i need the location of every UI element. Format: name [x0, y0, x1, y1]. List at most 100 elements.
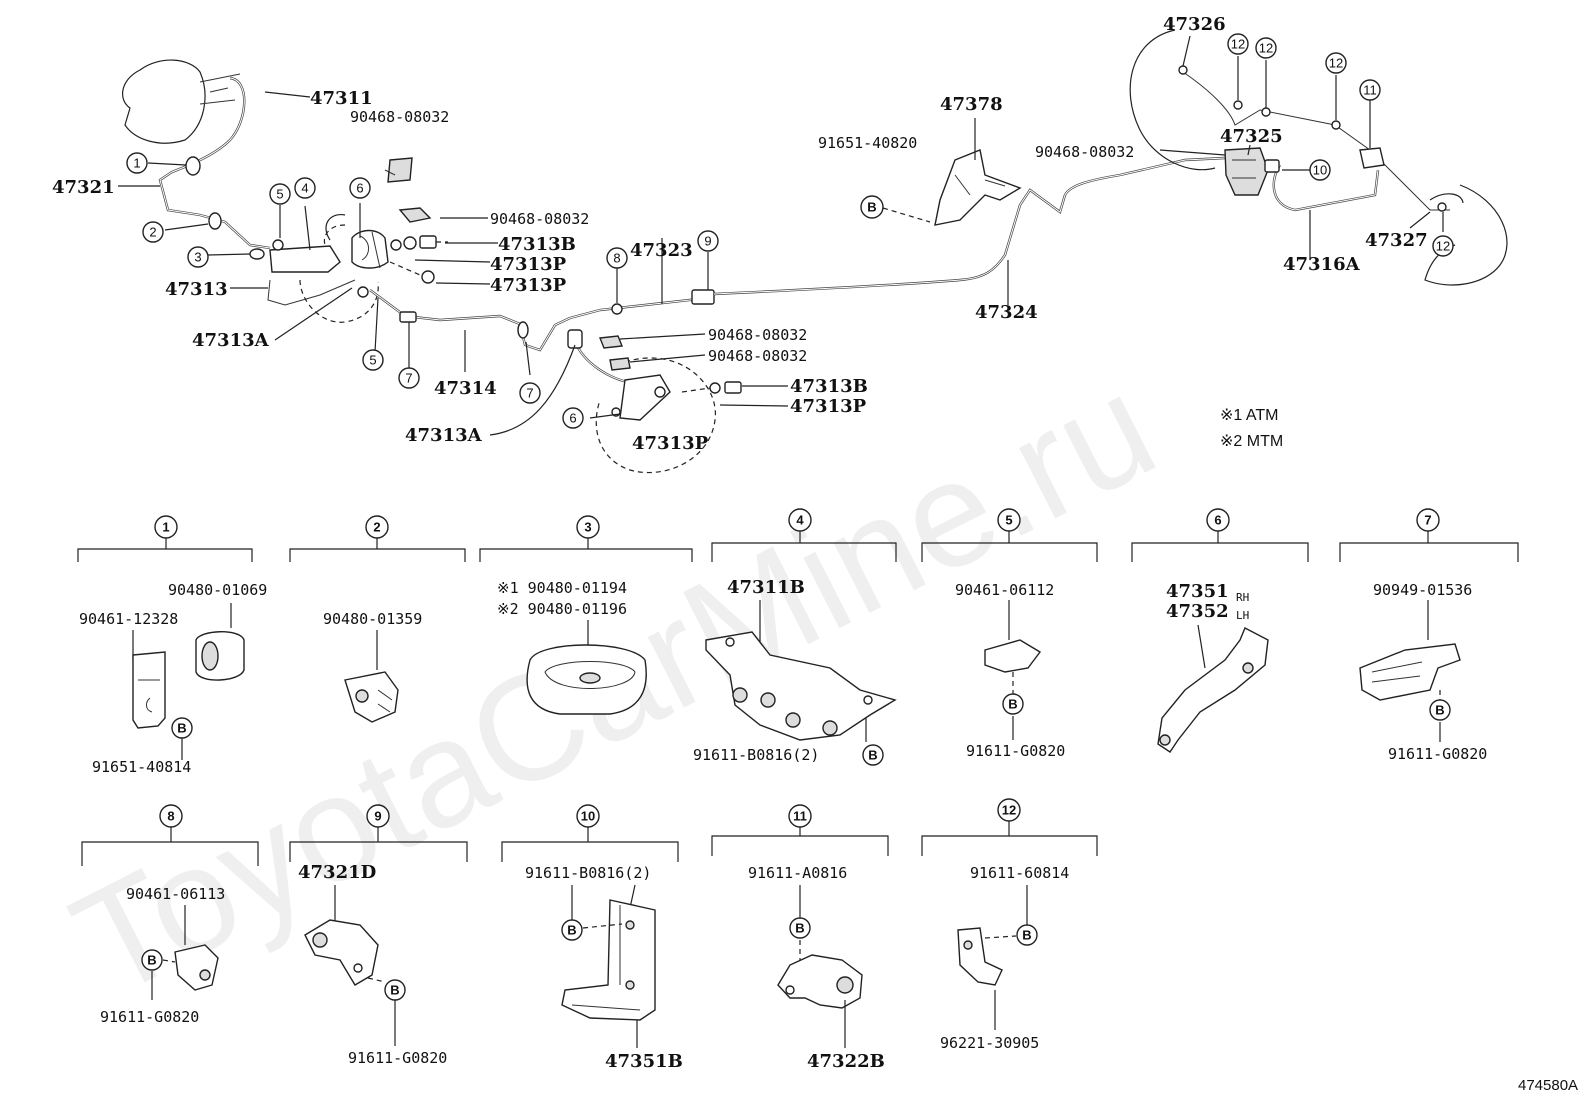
label-90468-b: 90468-08032	[490, 210, 589, 228]
label-47313b-a: 47313B	[498, 234, 576, 255]
callout-8-top: 8	[606, 247, 628, 269]
label-47314: 47314	[434, 378, 497, 399]
g11-label-91611-a0816: 91611-A0816	[748, 864, 847, 882]
g5-label-90461-06112: 90461-06112	[955, 581, 1054, 599]
svg-text:B: B	[390, 983, 399, 998]
g6-label-rh: RH	[1236, 591, 1249, 604]
svg-text:7: 7	[526, 386, 533, 401]
clip-5-top	[272, 239, 284, 251]
label-47313p-a: 47313P	[490, 254, 567, 275]
svg-text:B: B	[1435, 703, 1444, 718]
g1-label-91651-40814: 91651-40814	[92, 758, 191, 776]
g12-label-96221-30905: 96221-30905	[940, 1034, 1039, 1052]
bracket-47313a-top	[351, 229, 389, 269]
callout-6-top-a: 6	[349, 177, 371, 199]
g2-clamp-part	[344, 671, 399, 723]
svg-text:11: 11	[793, 809, 807, 824]
g9-bracket-part	[304, 919, 379, 986]
callout-12-top-a: 12	[1227, 33, 1249, 55]
group-6-number: 6	[1206, 508, 1230, 532]
g4-bracket-part	[705, 631, 897, 741]
group-10-number: 10	[576, 804, 600, 828]
svg-text:B: B	[1022, 928, 1031, 943]
clip-90468-top	[387, 157, 413, 183]
label-47326: 47326	[1163, 14, 1226, 35]
clip-90468-lower-a	[599, 335, 623, 349]
group-1-number: 1	[154, 515, 178, 539]
clip-90468-lower-b	[609, 357, 631, 371]
label-91651-40820: 91651-40820	[818, 134, 917, 152]
svg-text:12: 12	[1259, 41, 1273, 56]
detail-group-7: 7 90949-01536 91611-G0820 B	[1339, 508, 1519, 763]
svg-text:12: 12	[1231, 37, 1245, 52]
callout-2-top: 2	[142, 221, 164, 243]
g6-label-47351: 47351	[1166, 581, 1229, 602]
label-47323: 47323	[630, 240, 693, 261]
g9-callout-b: B	[384, 979, 406, 1001]
group-5-number: 5	[997, 508, 1021, 532]
svg-text:B: B	[1008, 697, 1017, 712]
g1-label-90480-01069: 90480-01069	[168, 581, 267, 599]
label-47313p-c: 47313P	[790, 396, 867, 417]
svg-text:3: 3	[584, 520, 591, 535]
g7-clamp-part	[1359, 643, 1461, 701]
group-3-number: 3	[576, 515, 600, 539]
svg-text:B: B	[177, 721, 186, 736]
callout-6-top-b: 6	[562, 407, 584, 429]
callout-7-top-b: 7	[519, 382, 541, 404]
g7-label-90949-01536: 90949-01536	[1373, 581, 1472, 599]
bracket-47313a-bottom	[619, 374, 671, 421]
svg-text:7: 7	[1424, 513, 1431, 528]
callout-12-top-b: 12	[1255, 37, 1277, 59]
g1-clamp-part	[132, 651, 166, 729]
g11-junction-part	[777, 954, 863, 1009]
svg-text:8: 8	[613, 251, 620, 266]
svg-text:4: 4	[301, 181, 308, 196]
svg-text:B: B	[147, 953, 156, 968]
group-11-number: 11	[788, 804, 812, 828]
callout-7-top-a: 7	[398, 367, 420, 389]
g6-bracket-part	[1157, 627, 1269, 753]
g8-callout-b: B	[141, 949, 163, 971]
svg-text:9: 9	[374, 809, 381, 824]
callout-9-top: 9	[697, 230, 719, 252]
diagram-id: 474580A	[1518, 1077, 1578, 1094]
label-90468-e: 90468-08032	[1035, 143, 1134, 161]
group-12-number: 12	[997, 798, 1021, 822]
g5-clamp-part	[984, 639, 1042, 673]
svg-text:B: B	[795, 921, 804, 936]
rear-left-brake-assembly	[1129, 29, 1216, 171]
svg-text:12: 12	[1002, 803, 1016, 818]
label-47327: 47327	[1365, 230, 1428, 251]
svg-text:8: 8	[167, 809, 174, 824]
callout-10-top: 10	[1309, 159, 1331, 181]
clip-11	[1359, 147, 1385, 169]
g5-callout-b: B	[1002, 693, 1024, 715]
detail-group-5: 5 90461-06112 91611-G0820 B	[921, 508, 1098, 760]
callout-3-top: 3	[187, 246, 209, 268]
g1-label-90461-12328: 90461-12328	[79, 610, 178, 628]
grommet-2	[208, 212, 222, 230]
g3-label-atm: ※1 90480-01194	[497, 579, 627, 597]
g9-label-47321d: 47321D	[298, 862, 376, 883]
label-47313p-b: 47313P	[490, 275, 567, 296]
svg-text:5: 5	[369, 353, 376, 368]
svg-text:B: B	[867, 200, 876, 215]
g10-label-91611-b0816: 91611-B0816(2)	[525, 864, 651, 882]
svg-text:10: 10	[581, 809, 595, 824]
rear-junction-47325	[1224, 147, 1269, 196]
note-mtm: ※2 MTM	[1220, 433, 1283, 450]
g6-label-lh: LH	[1236, 609, 1249, 622]
label-90468-d: 90468-08032	[708, 347, 807, 365]
g7-callout-b: B	[1429, 699, 1451, 721]
svg-text:10: 10	[1313, 163, 1327, 178]
g10-callout-b: B	[561, 919, 583, 941]
g1-callout-b: B	[171, 717, 193, 739]
g8-label-90461-06113: 90461-06113	[126, 885, 225, 903]
callout-1-top: 1	[126, 152, 148, 174]
grommet-1	[185, 156, 201, 176]
note-atm: ※1 ATM	[1220, 407, 1278, 424]
detail-group-1: 1 90480-01069 90461-12328 91651-40814 B	[77, 515, 267, 776]
clip-9	[691, 289, 715, 305]
